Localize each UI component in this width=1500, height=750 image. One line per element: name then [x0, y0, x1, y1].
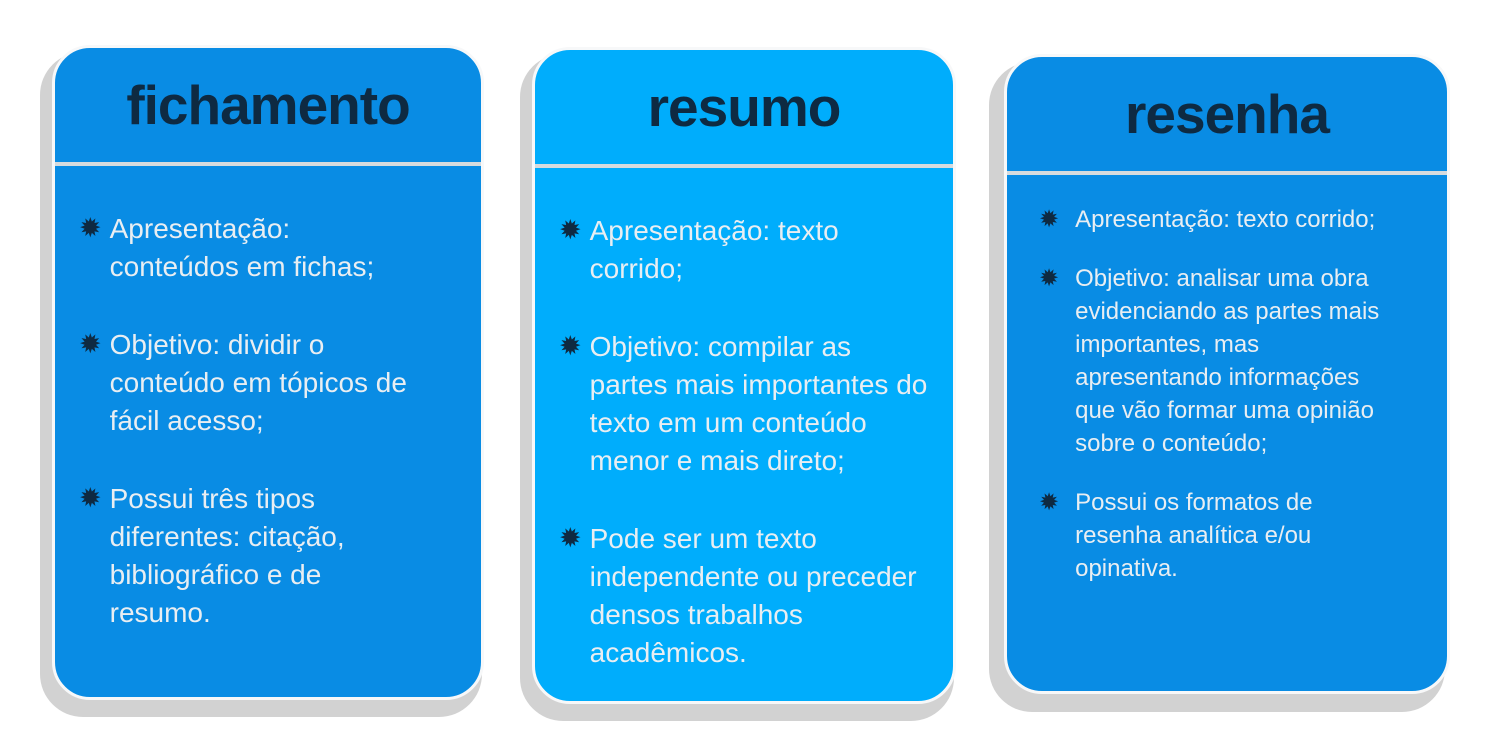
list-item: ✹ Apresentação: texto corrido; [1031, 203, 1427, 236]
star-bullet-icon: ✹ [559, 331, 582, 362]
card-title: resumo [647, 76, 842, 138]
card-resenha: resenha ✹ Apresentação: texto corrido; ✹… [1004, 54, 1450, 694]
list-item-text: Objetivo: dividir o conteúdo em tópicos … [109, 329, 407, 436]
star-bullet-icon: ✹ [79, 213, 102, 244]
star-bullet-icon: ✹ [559, 523, 582, 554]
list-item-text: Pode ser um texto independente ou preced… [589, 523, 917, 668]
list-item: ✹ Apresentação: texto corrido; [559, 212, 933, 288]
card-header: resenha [1007, 57, 1447, 175]
list-item-text: Possui três tipos diferentes: citação, b… [109, 483, 345, 628]
list-item: ✹ Possui três tipos diferentes: citação,… [79, 480, 461, 632]
list-item-text: Objetivo: compilar as partes mais import… [589, 331, 928, 476]
list-item: ✹ Apresentação: conteúdos em fichas; [79, 210, 461, 286]
card-title: resenha [1125, 83, 1330, 145]
list-item: ✹ Objetivo: compilar as partes mais impo… [559, 328, 933, 480]
list-item-text: Objetivo: analisar uma obra evidenciando… [1075, 265, 1380, 457]
card-header: resumo [535, 50, 953, 168]
list-item-text: Apresentação: texto corrido; [1075, 206, 1376, 233]
bullet-list: ✹ Apresentação: texto corrido; ✹ Objetiv… [1007, 175, 1447, 611]
bullet-list: ✹ Apresentação: conteúdos em fichas; ✹ O… [55, 166, 481, 672]
list-item: ✹ Objetivo: analisar uma obra evidencian… [1031, 262, 1427, 460]
star-bullet-icon: ✹ [1039, 264, 1060, 292]
list-item-text: Possui os formatos de resenha analítica … [1075, 489, 1313, 582]
list-item: ✹ Possui os formatos de resenha analític… [1031, 486, 1427, 585]
list-item-text: Apresentação: texto corrido; [589, 215, 839, 284]
list-item: ✹ Objetivo: dividir o conteúdo em tópico… [79, 326, 461, 440]
card-header: fichamento [55, 48, 481, 166]
list-item: ✹ Pode ser um texto independente ou prec… [559, 520, 933, 672]
bullet-list: ✹ Apresentação: texto corrido; ✹ Objetiv… [535, 168, 953, 701]
card-title: fichamento [126, 74, 410, 136]
star-bullet-icon: ✹ [1039, 205, 1060, 233]
card-fichamento: fichamento ✹ Apresentação: conteúdos em … [52, 45, 484, 700]
star-bullet-icon: ✹ [559, 215, 582, 246]
card-resumo: resumo ✹ Apresentação: texto corrido; ✹ … [532, 47, 956, 704]
star-bullet-icon: ✹ [1039, 488, 1060, 516]
star-bullet-icon: ✹ [79, 329, 102, 360]
list-item-text: Apresentação: conteúdos em fichas; [109, 213, 375, 282]
star-bullet-icon: ✹ [79, 483, 102, 514]
